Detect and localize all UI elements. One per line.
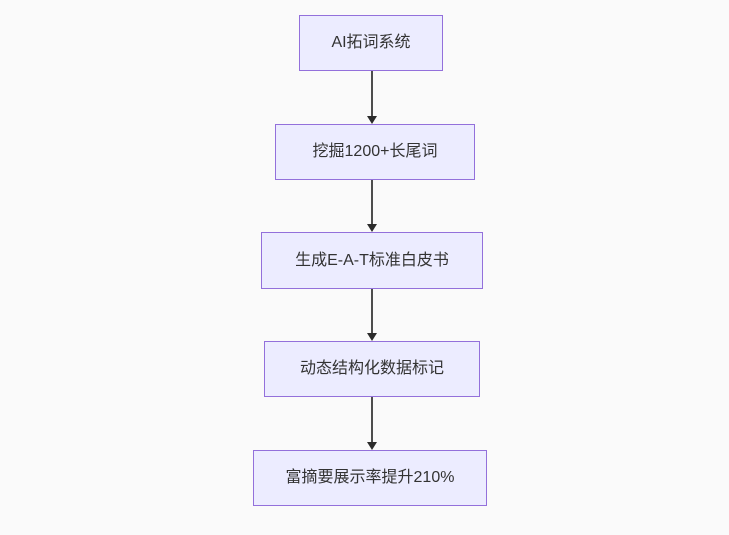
flow-node-eat-whitepaper: 生成E-A-T标准白皮书 xyxy=(261,232,483,289)
flow-node-ai-keyword-system: AI拓词系统 xyxy=(299,15,443,71)
flow-edge-b-c xyxy=(366,180,378,232)
edge-line xyxy=(371,289,373,333)
edge-line xyxy=(371,180,373,224)
flow-node-label: 动态结构化数据标记 xyxy=(299,360,444,377)
flow-node-label: 生成E-A-T标准白皮书 xyxy=(295,251,449,269)
arrow-down-icon xyxy=(367,224,377,232)
edge-line xyxy=(371,397,373,442)
flow-node-longtail-mining: 挖掘1200+长尾词 xyxy=(275,124,475,180)
arrow-down-icon xyxy=(367,116,377,124)
flow-node-structured-data-markup: 动态结构化数据标记 xyxy=(264,341,480,397)
flow-node-label: 挖掘1200+长尾词 xyxy=(312,143,438,160)
edge-line xyxy=(371,71,373,116)
flow-node-rich-snippet-rate: 富摘要展示率提升210% xyxy=(253,450,487,506)
flow-edge-c-d xyxy=(366,289,378,341)
arrow-down-icon xyxy=(367,442,377,450)
arrow-down-icon xyxy=(367,333,377,341)
flow-edge-d-e xyxy=(366,397,378,450)
flow-edge-a-b xyxy=(366,71,378,124)
flow-node-label: AI拓词系统 xyxy=(331,34,411,51)
flow-node-label: 富摘要展示率提升210% xyxy=(285,469,455,486)
